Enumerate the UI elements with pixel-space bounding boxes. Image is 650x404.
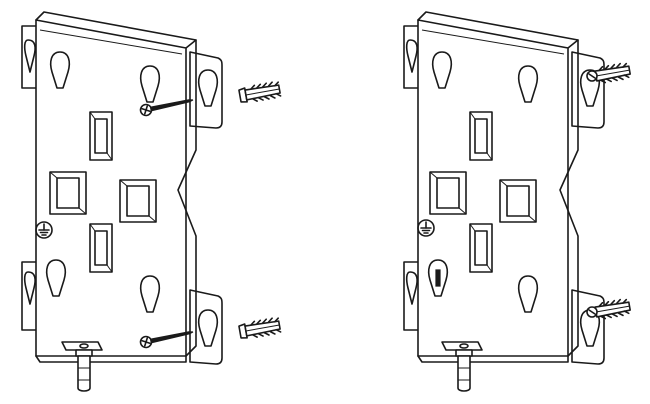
panel-after — [403, 11, 632, 392]
ground-symbol-icon — [35, 221, 53, 239]
panel-before — [21, 11, 282, 392]
lock-bolt-icon — [61, 341, 103, 392]
right-flange-upper — [189, 51, 223, 129]
bracket-plate — [35, 19, 187, 357]
wall-anchor-icon — [237, 80, 282, 105]
bracket-plate-mounted — [417, 19, 569, 357]
right-flange-lower — [189, 289, 223, 365]
